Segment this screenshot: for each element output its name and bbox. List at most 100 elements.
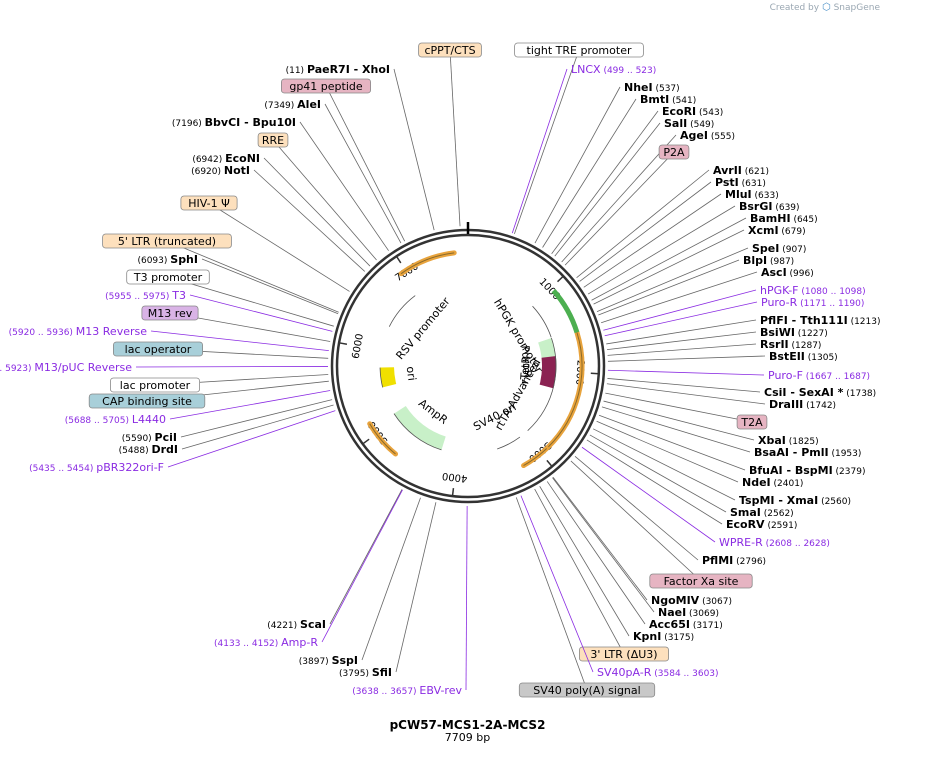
enzyme-label[interactable]: NaeI (3069): [552, 477, 719, 619]
inner-feature-ori[interactable]: [380, 367, 397, 388]
enzyme-label[interactable]: TspMI - XmaI (2560): [592, 428, 851, 507]
feature-label[interactable]: Factor Xa site: [570, 460, 753, 589]
feature-label[interactable]: 5' LTR (truncated): [102, 233, 339, 313]
enzyme-label[interactable]: CsiI - SexAI * (1738): [607, 378, 876, 399]
enzyme-label[interactable]: (6942) EcoNI: [192, 152, 371, 267]
enzyme-label[interactable]: PflMI (2796): [574, 455, 766, 567]
enzyme-label[interactable]: (4221) ScaI: [267, 489, 403, 631]
enzyme-label[interactable]: PflFI - Tth111I (1213): [606, 314, 881, 345]
enzyme-label[interactable]: BsaAI - PmlI (1953): [601, 406, 861, 459]
enzyme-label[interactable]: (7349) AleI: [264, 98, 402, 244]
enzyme-label[interactable]: BsrGI (639): [587, 200, 800, 295]
feature-label[interactable]: 3' LTR (ΔU3): [534, 488, 670, 662]
site-text: Acc65I (3171): [649, 618, 723, 631]
enzyme-label[interactable]: (3795) SfiI: [339, 502, 437, 679]
inner-feature-edge: [497, 436, 521, 450]
feature-label[interactable]: HIV-1 Ψ: [180, 195, 350, 292]
feature-label[interactable]: M13 rev: [141, 305, 331, 342]
feature-arc-orange[interactable]: [398, 250, 457, 277]
enzyme-label[interactable]: MluI (633): [583, 188, 779, 288]
primer-label[interactable]: (5688 .. 5705) L4440: [65, 390, 331, 426]
enzyme-label[interactable]: (6093) SphI: [137, 253, 339, 315]
enzyme-label[interactable]: KpnI (3175): [539, 486, 694, 643]
enzyme-label[interactable]: BmtI (541): [542, 93, 697, 248]
enzyme-label[interactable]: BfuAI - BspMI (2379): [598, 414, 865, 477]
primer-label[interactable]: (4133 .. 4152) Amp-R: [214, 489, 403, 649]
enzyme-label[interactable]: BsiWI (1227): [606, 326, 828, 350]
leader-line: [601, 271, 758, 324]
enzyme-label[interactable]: BamHI (645): [591, 212, 818, 301]
enzyme-label[interactable]: NdeI (2401): [596, 420, 804, 489]
feature-arc-outline: [547, 332, 583, 448]
primer-label[interactable]: LNCX (499 .. 523): [511, 63, 656, 234]
enzyme-label[interactable]: (5590) PciI: [122, 399, 333, 444]
enzyme-label[interactable]: RsrII (1287): [607, 338, 822, 356]
feature-label[interactable]: P2A: [564, 144, 690, 266]
feature-label[interactable]: cPPT/CTS: [418, 42, 482, 227]
feature-label[interactable]: lac operator: [113, 341, 329, 359]
enzyme-label[interactable]: BlpI (987): [598, 254, 794, 316]
enzyme-label[interactable]: SmaI (2562): [589, 434, 794, 519]
primer-label[interactable]: (5435 .. 5454) pBR322ori-F: [29, 410, 336, 474]
enzyme-label[interactable]: AvrII (621): [576, 164, 769, 278]
leader-line: [587, 205, 736, 295]
enzyme-label[interactable]: EcoRI (543): [551, 105, 724, 254]
feature-label[interactable]: SV40 poly(A) signal: [515, 497, 656, 698]
primer-label[interactable]: (5901 .. 5923) M13/pUC Reverse: [0, 361, 329, 374]
leader-line: [579, 181, 712, 282]
enzyme-label[interactable]: NgoMIV (3067): [552, 476, 732, 607]
tick-mark-5000: [362, 438, 370, 445]
feature-box-text: Factor Xa site: [664, 575, 739, 588]
enzyme-label[interactable]: XcmI (679): [593, 224, 806, 305]
enzyme-label[interactable]: PstI (631): [579, 176, 766, 282]
leader-line: [539, 486, 630, 637]
enzyme-label[interactable]: (5488) DrdI: [119, 404, 334, 456]
enzyme-label[interactable]: SalI (549): [554, 117, 714, 257]
feature-label[interactable]: CAP binding site: [88, 380, 329, 409]
enzyme-label[interactable]: (6920) NotI: [191, 164, 366, 272]
site-text: NaeI (3069): [658, 606, 719, 619]
feature-box: [113, 341, 203, 357]
primer-label[interactable]: hPGK-F (1080 .. 1098): [603, 284, 866, 331]
feature-label[interactable]: tight TRE promoter: [514, 42, 644, 235]
enzyme-label[interactable]: XbaI (1825): [603, 400, 819, 447]
inner-feature-rsv-promoter[interactable]: [389, 295, 424, 334]
enzyme-label[interactable]: (7196) BbvCI - Bpu10I: [172, 116, 389, 251]
feature-label[interactable]: T3 promoter: [126, 269, 334, 327]
feature-arc-orange[interactable]: [367, 421, 399, 457]
feature-arc-green[interactable]: [551, 288, 580, 334]
feature-box: [88, 393, 206, 409]
enzyme-label[interactable]: Acc65I (3171): [546, 481, 723, 631]
inner-feature-ampr[interactable]: [394, 405, 446, 450]
enzyme-label[interactable]: NheI (537): [534, 81, 680, 244]
primer-label[interactable]: (5920 .. 5936) M13 Reverse: [9, 325, 329, 352]
leader-line: [449, 49, 461, 227]
inner-feature-rtetr[interactable]: [539, 356, 556, 389]
primer-label[interactable]: Puro-R (1171 .. 1190): [604, 296, 865, 337]
primer-label[interactable]: (5955 .. 5975) T3: [105, 289, 333, 332]
leader-line: [166, 240, 339, 313]
enzyme-label[interactable]: BstEII (1305): [607, 350, 838, 363]
feature-label[interactable]: lac promoter: [110, 374, 329, 393]
feature-label[interactable]: T2A: [605, 392, 768, 430]
primer-label[interactable]: SV40pA-R (3584 .. 3603): [520, 495, 719, 679]
feature-label[interactable]: RRE: [257, 132, 377, 261]
leader-line: [272, 139, 377, 261]
inner-feature-rtta-advanced[interactable]: [518, 381, 554, 431]
tick-mark-1000: [556, 275, 564, 283]
primer-label[interactable]: Puro-F (1667 .. 1687): [607, 369, 870, 382]
enzyme-label[interactable]: AscI (996): [601, 266, 814, 324]
primer-label[interactable]: (3638 .. 3657) EBV-rev: [352, 505, 468, 697]
enzyme-label[interactable]: EcoRV (2591): [586, 439, 797, 531]
enzyme-label[interactable]: DraIII (1742): [606, 383, 836, 411]
enzyme-label[interactable]: (11) PaeR7I - XhoI: [286, 63, 435, 231]
inner-feature-hpgk-promoter[interactable]: [522, 306, 552, 343]
leader-line: [581, 446, 716, 543]
enzyme-label[interactable]: SpeI (907): [596, 242, 806, 312]
leader-line: [299, 121, 389, 251]
inner-feature-sv40-ori[interactable]: [492, 425, 520, 450]
enzyme-label[interactable]: (3897) SspI: [299, 497, 421, 667]
feature-label[interactable]: gp41 peptide: [280, 78, 406, 242]
primer-label[interactable]: WPRE-R (2608 .. 2628): [581, 446, 830, 549]
enzyme-label[interactable]: AgeI (555): [561, 129, 735, 263]
